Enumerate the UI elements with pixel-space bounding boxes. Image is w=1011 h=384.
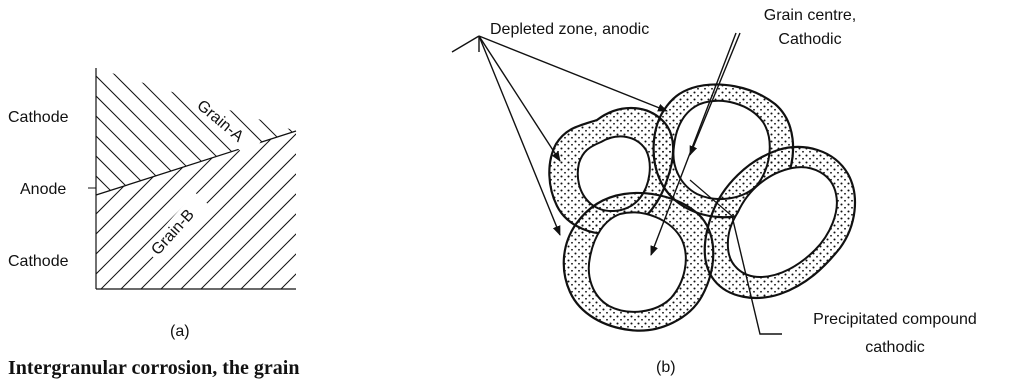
label-depleted-zone: Depleted zone, anodic	[490, 21, 649, 38]
grain-b-hatch-line	[110, 0, 430, 320]
grain-a-hatch-line	[140, 0, 460, 320]
grain-b-hatch-line	[0, 0, 190, 320]
grain-a-hatch-line	[0, 0, 80, 320]
grain-a-hatch-line	[240, 0, 560, 320]
figure-caption-partial: Intergranular corrosion, the grain	[8, 357, 299, 379]
grain-a-hatch-line	[0, 0, 100, 320]
grain-b-hatch-line	[130, 0, 450, 320]
grain-b-hatch-line	[70, 0, 390, 320]
grain-a-hatch-line	[0, 0, 180, 320]
grain-b-hatch-line	[90, 0, 410, 320]
grain-b-hatch-line	[0, 0, 230, 320]
grain-a-hatch-line	[0, 0, 140, 320]
grain-a-hatch-line	[0, 0, 120, 320]
grain-b-hatch-line	[170, 0, 490, 320]
grain-b-hatch-line	[10, 0, 330, 320]
grain-a-hatch-line	[100, 0, 420, 320]
grain-a-hatch-line	[120, 0, 440, 320]
grain-a-hatch-line	[200, 0, 520, 320]
label-cathode-top: Cathode	[8, 109, 69, 126]
grain-b-hatch-line	[0, 0, 250, 320]
grain-b-hatch-line	[230, 0, 550, 320]
grain-a-hatch-line	[0, 0, 160, 320]
grain-lower-left	[564, 193, 714, 331]
grain-b-hatch-line	[190, 0, 510, 320]
label-cathode-bottom: Cathode	[8, 253, 69, 270]
grain-b-hatch-line	[50, 0, 370, 320]
grain-b-hatch-line	[150, 0, 470, 320]
label-grain-centre-line2: Cathodic	[778, 31, 841, 48]
panel-a-diagram: Cathode Anode Cathode Grain-A Grain-B (a…	[0, 0, 640, 340]
grain-b-hatch-line	[0, 0, 310, 320]
grain-b-hatch-line	[30, 0, 350, 320]
grain-a-hatch-line	[20, 0, 340, 320]
grain-a-hatch-line	[260, 0, 580, 320]
grain-b-hatch-line	[0, 0, 290, 320]
depleted-zone-fork-left	[452, 36, 479, 52]
grain-a-hatch-line	[80, 0, 400, 320]
grain-a-hatch-line	[0, 0, 260, 320]
grain-a-hatch-line	[40, 0, 360, 320]
grain-b-hatch-line	[0, 0, 110, 320]
grain-a-hatch-line	[160, 0, 480, 320]
caption-b: (b)	[656, 359, 676, 376]
label-precipitated-line1: Precipitated compound	[813, 311, 977, 328]
grain-b-hatching	[0, 0, 630, 320]
caption-a: (a)	[170, 323, 190, 340]
grain-a-hatch-line	[180, 0, 500, 320]
label-grain-centre-line1: Grain centre,	[764, 7, 856, 24]
depleted-zone-arrow-3	[479, 36, 560, 235]
label-anode: Anode	[20, 181, 66, 198]
grain-b-hatch-line	[0, 0, 130, 320]
grain-a-hatch-line	[0, 0, 60, 320]
grain-a-hatch-line	[0, 0, 320, 320]
grain-a-hatch-line	[0, 0, 300, 320]
grain-a-hatch-line	[0, 0, 220, 320]
grain-b-hatch-line	[270, 0, 590, 320]
grain-b-hatch-line	[0, 0, 150, 320]
grain-b-hatch-line	[0, 0, 90, 320]
depleted-zone-arrow-1	[479, 36, 560, 161]
grain-b-hatch-line	[250, 0, 570, 320]
grain-a-hatch-line	[60, 0, 380, 320]
depleted-zone-arrow-2	[479, 36, 667, 111]
grain-a-hatch-line	[220, 0, 540, 320]
grain-b-hatch-line	[210, 0, 530, 320]
panel-b-diagram: Depleted zone, anodic Grain centre, Cath…	[452, 7, 977, 376]
label-precipitated-line2: cathodic	[865, 339, 925, 356]
grain-b-hatch-line	[0, 0, 170, 320]
